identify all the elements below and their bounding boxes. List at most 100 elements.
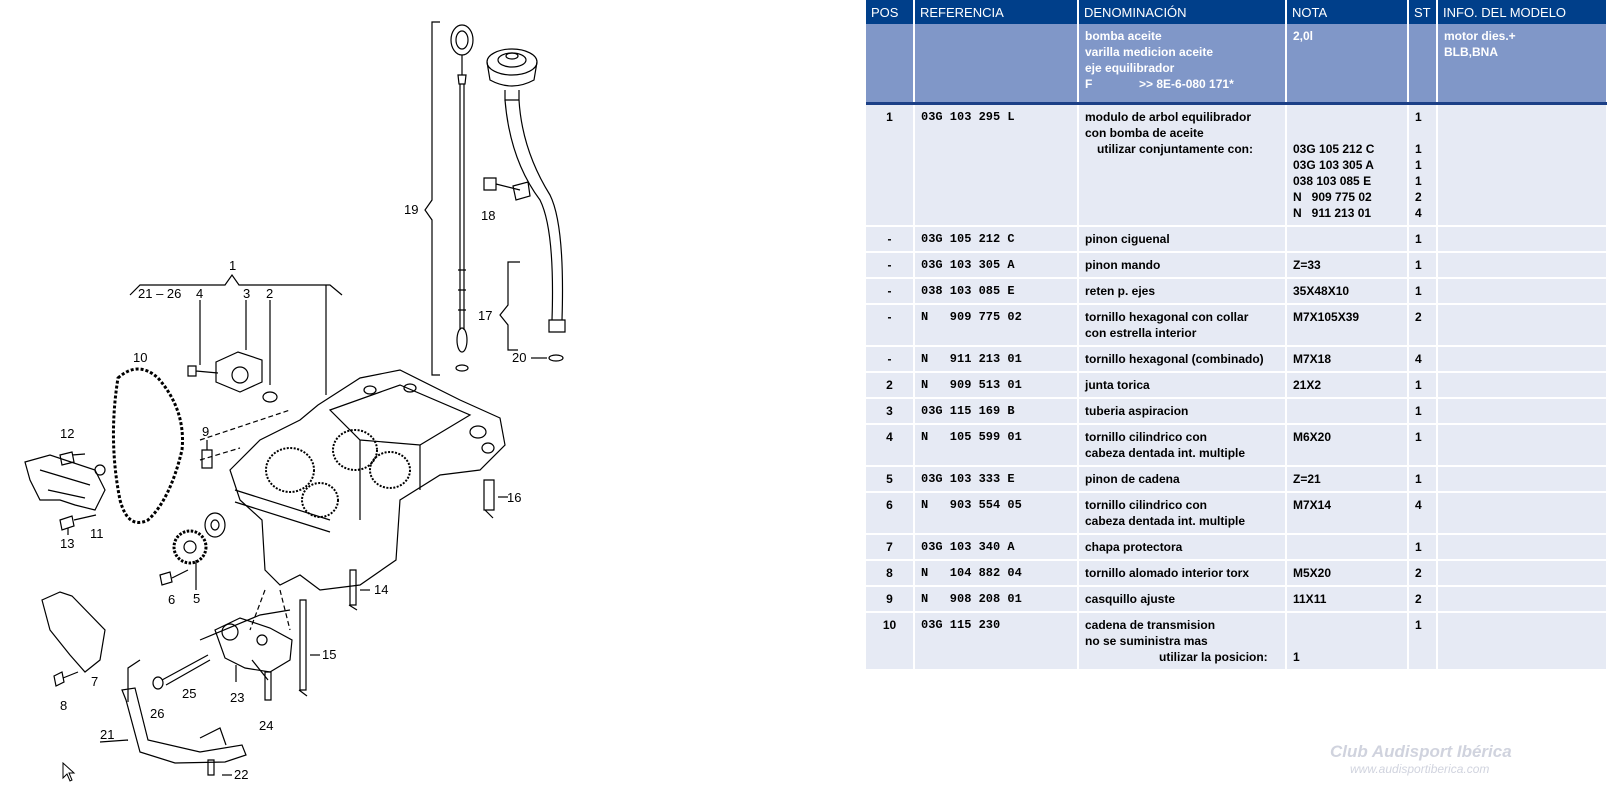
cell-info [1437, 466, 1607, 493]
callout-10: 10 [133, 350, 147, 365]
cell-denominacion: tornillo alomado interior torx [1078, 560, 1287, 587]
cell-info [1437, 560, 1607, 587]
cell-pos: 10 [866, 612, 915, 671]
group-description: bomba aceite varilla medicion aceite eje… [1078, 24, 1287, 105]
cell-pos: 9 [866, 586, 915, 613]
callout-13: 13 [60, 536, 74, 551]
cell-denominacion: chapa protectora [1078, 534, 1287, 561]
callout-25: 25 [182, 686, 196, 701]
cell-nota: M5X20 [1286, 560, 1409, 587]
cell-nota: 21X2 [1286, 372, 1409, 399]
cell-denominacion: reten p. ejes [1078, 278, 1287, 305]
col-header-pos[interactable]: POS [866, 0, 915, 24]
cell-st: 1 [1408, 278, 1438, 305]
cell-info [1437, 534, 1607, 561]
callout-15: 15 [322, 647, 336, 662]
cell-pos: - [866, 252, 915, 279]
callout-7: 7 [91, 674, 98, 689]
callout-6: 6 [168, 592, 175, 607]
cell-pos: 1 [866, 103, 915, 227]
cell-info [1437, 586, 1607, 613]
callout-26: 26 [150, 706, 164, 721]
cell-st: 2 [1408, 560, 1438, 587]
callout-12: 12 [60, 426, 74, 441]
cell-referencia: N 105 599 01 [914, 424, 1079, 467]
cell-nota: M7X105X39 [1286, 304, 1409, 347]
callout-23: 23 [230, 690, 244, 705]
group-nota: 2,0l [1286, 24, 1409, 105]
cell-denominacion: pinon mando [1078, 252, 1287, 279]
parts-table: POS REFERENCIA DENOMINACIÓN NOTA ST INFO… [866, 0, 1607, 671]
callout-11: 11 [90, 526, 104, 541]
mouse-cursor-icon [62, 761, 76, 787]
cell-referencia: N 104 882 04 [914, 560, 1079, 587]
cell-info [1437, 252, 1607, 279]
cell-referencia: N 908 208 01 [914, 586, 1079, 613]
cell-info [1437, 424, 1607, 467]
callout-9: 9 [202, 424, 209, 439]
col-header-info[interactable]: INFO. DEL MODELO [1437, 0, 1607, 24]
cell-st: 1 [1408, 466, 1438, 493]
callout-2: 2 [266, 286, 273, 301]
cell-denominacion: junta torica [1078, 372, 1287, 399]
callout-17: 17 [478, 308, 492, 323]
col-header-referencia[interactable]: REFERENCIA [914, 0, 1079, 24]
cell-referencia: N 903 554 05 [914, 492, 1079, 535]
cell-referencia: N 909 513 01 [914, 372, 1079, 399]
cell-pos: 5 [866, 466, 915, 493]
cell-denominacion: tuberia aspiracion [1078, 398, 1287, 425]
callout-20: 20 [512, 350, 526, 365]
cell-nota: 11X11 [1286, 586, 1409, 613]
cell-info [1437, 372, 1607, 399]
cell-st: 4 [1408, 346, 1438, 373]
col-header-nota[interactable]: NOTA [1286, 0, 1409, 24]
cell-nota: Z=21 [1286, 466, 1409, 493]
cell-pos: 6 [866, 492, 915, 535]
cell-nota [1286, 398, 1409, 425]
cell-info [1437, 278, 1607, 305]
cell-pos: 8 [866, 560, 915, 587]
cell-nota [1286, 226, 1409, 253]
cell-pos: 2 [866, 372, 915, 399]
callout-21: 21 [100, 727, 114, 742]
cell-pos: - [866, 278, 915, 305]
cell-pos: - [866, 226, 915, 253]
group-info-row: bomba aceite varilla medicion aceite eje… [866, 24, 1607, 105]
cell-nota: Z=33 [1286, 252, 1409, 279]
cell-info [1437, 612, 1607, 671]
cell-st: 1 [1408, 398, 1438, 425]
callout-21-26: 21 – 26 [138, 286, 181, 301]
col-header-denominacion[interactable]: DENOMINACIÓN [1078, 0, 1287, 24]
table-header-row: POS REFERENCIA DENOMINACIÓN NOTA ST INFO… [866, 0, 1607, 24]
cell-st: 4 [1408, 492, 1438, 535]
callout-22: 22 [234, 767, 248, 782]
cell-referencia: 038 103 085 E [914, 278, 1079, 305]
cell-nota: 1 [1286, 612, 1409, 671]
cell-pos: 4 [866, 424, 915, 467]
cell-referencia: N 911 213 01 [914, 346, 1079, 373]
col-header-st[interactable]: ST [1408, 0, 1438, 24]
cell-referencia: 03G 115 230 [914, 612, 1079, 671]
cell-pos: - [866, 346, 915, 373]
